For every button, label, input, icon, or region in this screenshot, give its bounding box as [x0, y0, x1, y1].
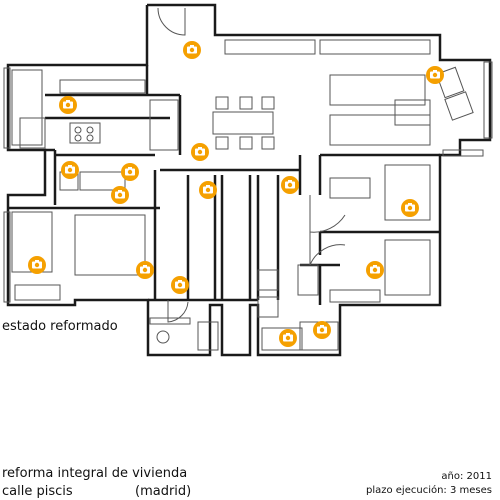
camera-icon[interactable]: [279, 329, 297, 347]
camera-icon[interactable]: [426, 66, 444, 84]
camera-icon[interactable]: [61, 161, 79, 179]
camera-icon[interactable]: [59, 96, 77, 114]
camera-icon[interactable]: [183, 41, 201, 59]
doors: [157, 7, 346, 323]
walls: [6, 3, 492, 357]
camera-icon[interactable]: [199, 181, 217, 199]
camera-icon[interactable]: [121, 163, 139, 181]
camera-icon[interactable]: [401, 199, 419, 217]
project-title: reforma integral de vivienda: [2, 466, 188, 481]
project-street: calle piscis: [2, 484, 73, 499]
project-city: (madrid): [135, 484, 192, 499]
camera-icon[interactable]: [171, 276, 189, 294]
furniture: [11, 39, 474, 351]
camera-icon[interactable]: [136, 261, 154, 279]
duration-label: plazo ejecución: 3 meses: [365, 485, 492, 496]
camera-icon[interactable]: [313, 321, 331, 339]
camera-icon[interactable]: [281, 176, 299, 194]
state-label: estado reformado: [2, 319, 118, 334]
camera-icon[interactable]: [111, 186, 129, 204]
camera-markers: [28, 41, 444, 347]
window-openings: [3, 61, 493, 325]
year-label: año: 2011: [441, 471, 492, 482]
camera-icon[interactable]: [366, 261, 384, 279]
camera-icon[interactable]: [191, 143, 209, 161]
camera-icon[interactable]: [28, 256, 46, 274]
